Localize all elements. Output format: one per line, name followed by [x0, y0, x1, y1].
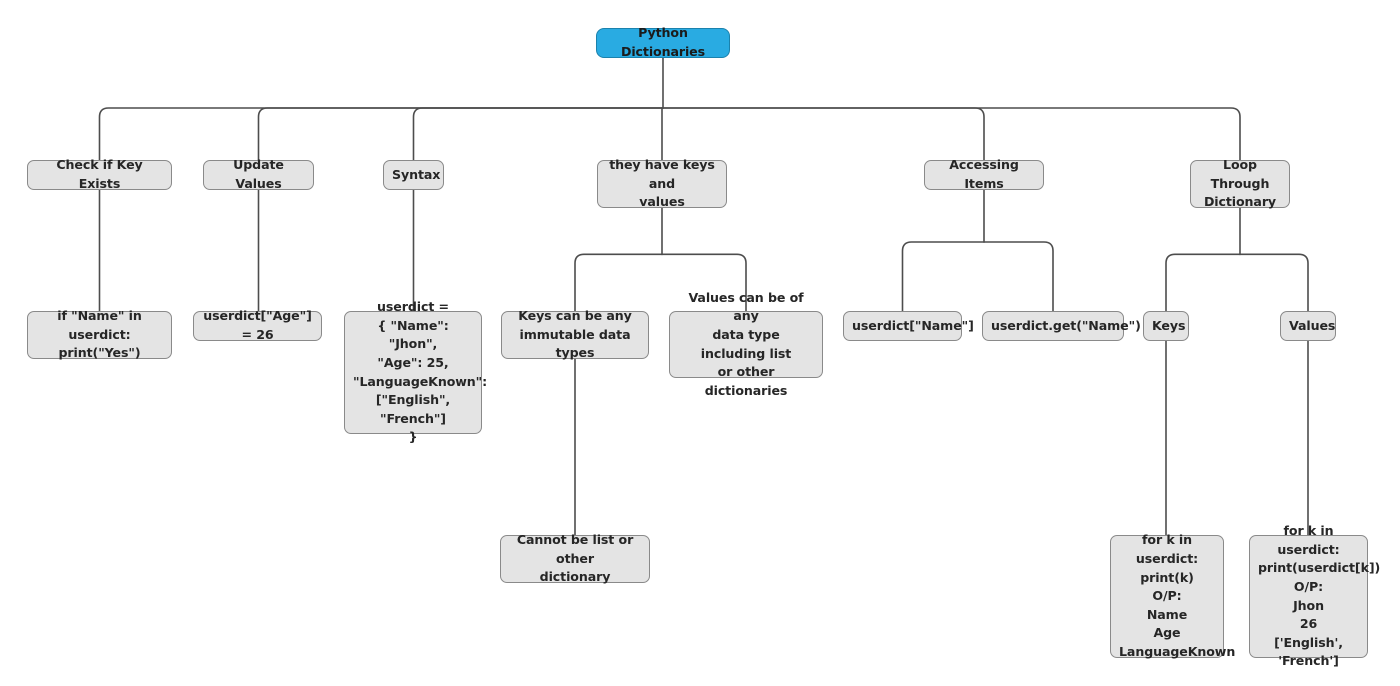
edge [574, 253, 663, 312]
node-loop-values-example[interactable]: for k in userdict: print(userdict[k]) O/… [1249, 523, 1380, 668]
node-label: userdict["Age"] = 26 [203, 308, 312, 342]
node-label: Accessing Items [949, 157, 1019, 191]
node-label: Values can be of any data type including… [688, 289, 804, 398]
edge [257, 107, 664, 161]
node-label: for k in userdict: print(k) O/P: Name Ag… [1119, 532, 1236, 659]
node-label: for k in userdict: print(userdict[k]) O/… [1258, 523, 1381, 669]
edge [1165, 253, 1241, 312]
node-update-values-example[interactable]: userdict["Age"] = 26 [193, 308, 322, 342]
edge [983, 241, 1054, 312]
node-label: Check if Key Exists [56, 157, 143, 191]
node-loop-values[interactable]: Values [1280, 311, 1336, 341]
node-label: if "Name" in userdict: print("Yes") [57, 308, 142, 361]
edge [98, 107, 664, 161]
node-label: userdict["Name"] [852, 317, 974, 333]
edge [1239, 253, 1309, 312]
node-label: Keys [1152, 317, 1186, 333]
edge [412, 107, 664, 161]
node-loop-keys-example[interactable]: for k in userdict: print(k) O/P: Name Ag… [1110, 532, 1235, 659]
node-loop-through-dictionary[interactable]: Loop Through Dictionary [1190, 157, 1290, 209]
node-values-any-type[interactable]: Values can be of any data type including… [669, 290, 823, 398]
node-label: Values [1289, 317, 1336, 333]
node-they-have-keys-and-values[interactable]: they have keys and values [597, 157, 727, 209]
node-label: Python Dictionaries [620, 25, 706, 59]
node-access-bracket[interactable]: userdict["Name"] [843, 311, 974, 341]
node-accessing-items[interactable]: Accessing Items [924, 157, 1044, 191]
node-update-values[interactable]: Update Values [203, 157, 314, 191]
node-label: userdict.get("Name") [991, 317, 1141, 333]
node-loop-keys[interactable]: Keys [1143, 311, 1189, 341]
node-syntax[interactable]: Syntax [383, 160, 444, 190]
edge [662, 107, 985, 161]
node-label: they have keys and values [609, 157, 715, 210]
node-syntax-example[interactable]: userdict = { "Name": "Jhon", "Age": 25, … [344, 299, 487, 444]
node-label: userdict = { "Name": "Jhon", "Age": 25, … [353, 299, 488, 445]
node-label: Cannot be list or other dictionary [516, 532, 634, 585]
node-check-key-example[interactable]: if "Name" in userdict: print("Yes") [27, 308, 172, 360]
node-label: Keys can be any immutable data types [518, 308, 632, 361]
node-keys-immutable[interactable]: Keys can be any immutable data types [501, 308, 649, 360]
node-cannot-be-list[interactable]: Cannot be list or other dictionary [500, 532, 650, 584]
node-root[interactable]: Python Dictionaries [596, 25, 730, 59]
edge [662, 107, 1241, 161]
node-check-if-key-exists[interactable]: Check if Key Exists [27, 157, 172, 191]
node-label: Syntax [392, 166, 441, 182]
node-label: Loop Through Dictionary [1203, 157, 1277, 210]
edge [901, 241, 985, 312]
node-label: Update Values [233, 157, 284, 191]
node-access-get[interactable]: userdict.get("Name") [982, 311, 1141, 341]
